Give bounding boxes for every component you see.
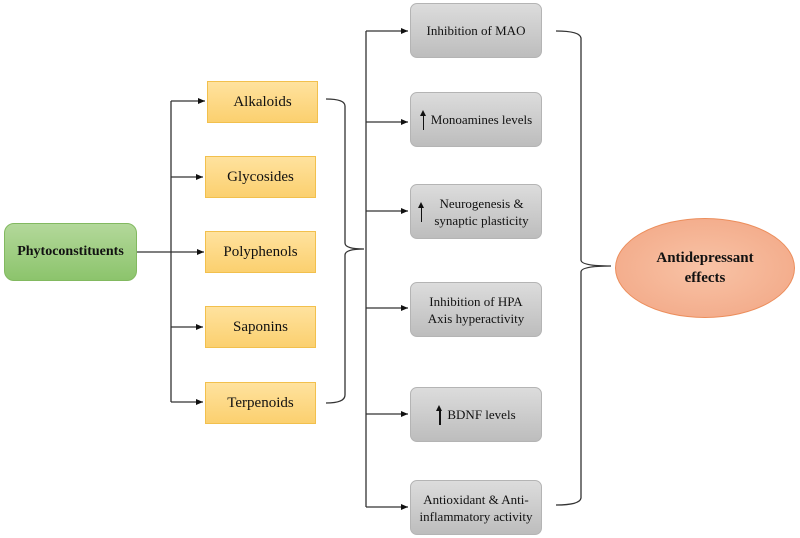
class-label: Glycosides [227, 168, 294, 185]
mechanism-node-neurogenesis: Neurogenesis & synaptic plasticity [410, 184, 542, 239]
outcome-label: Antidepressant effects [656, 250, 754, 286]
mechanism-node-hpa-axis: Inhibition of HPA Axis hyperactivity [410, 282, 542, 337]
mechanism-node-mao: Inhibition of MAO [410, 3, 542, 58]
source-node-phytoconstituents: Phytoconstituents [4, 223, 137, 281]
class-node-glycosides: Glycosides [205, 156, 316, 198]
mechanism-node-monoamines: Monoamines levels [410, 92, 542, 147]
class-node-polyphenols: Polyphenols [205, 231, 316, 273]
mechanism-label: Monoamines levels [430, 112, 533, 127]
class-node-terpenoids: Terpenoids [205, 382, 316, 424]
class-label: Alkaloids [233, 93, 292, 110]
class-node-saponins: Saponins [205, 306, 316, 348]
up-arrow-icon [436, 404, 444, 425]
mechanism-label: Neurogenesis & synaptic plasticity [434, 195, 529, 228]
left-brace [325, 98, 365, 404]
mechanism-label: Inhibition of HPA Axis hyperactivity [427, 293, 525, 326]
up-arrow-icon [418, 201, 426, 222]
mechanism-label: Inhibition of MAO [426, 23, 526, 38]
mechanism-node-antioxidant: Antioxidant & Anti-inflammatory activity [410, 480, 542, 535]
mechanism-label: BDNF levels [447, 407, 516, 422]
class-label: Terpenoids [227, 394, 294, 411]
outcome-node-antidepressant: Antidepressant effects [615, 218, 795, 318]
class-node-alkaloids: Alkaloids [207, 81, 318, 123]
up-arrow-icon [419, 109, 428, 130]
mechanism-label: Antioxidant & Anti-inflammatory activity [419, 491, 533, 524]
mechanism-node-bdnf: BDNF levels [410, 387, 542, 442]
class-label: Saponins [232, 318, 288, 335]
source-label: Phytoconstituents [17, 244, 124, 259]
class-label: Polyphenols [223, 243, 298, 260]
right-brace [555, 30, 612, 506]
